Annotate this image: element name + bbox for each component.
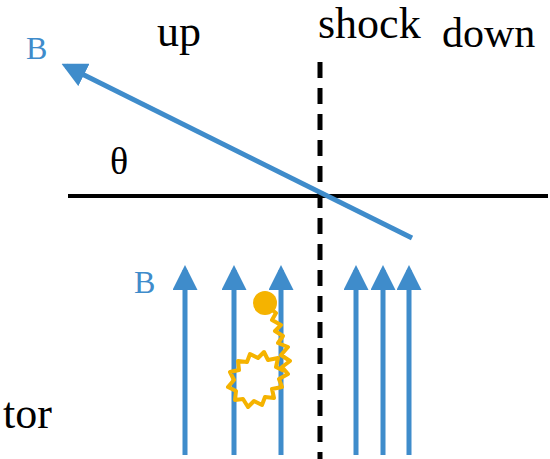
shock-front [318,62,323,459]
shock-label: shock [318,2,421,46]
cropped-word: tor [3,392,52,436]
particle-path [228,305,290,407]
field-label: B [26,32,47,64]
particle [253,291,277,315]
axis-line [68,194,548,198]
field-lines [185,270,409,455]
field-label: B [134,266,155,298]
region-label: down [442,12,535,54]
angle-label: θ [110,142,128,180]
field-arrow [66,66,412,238]
region-label: up [157,10,201,54]
